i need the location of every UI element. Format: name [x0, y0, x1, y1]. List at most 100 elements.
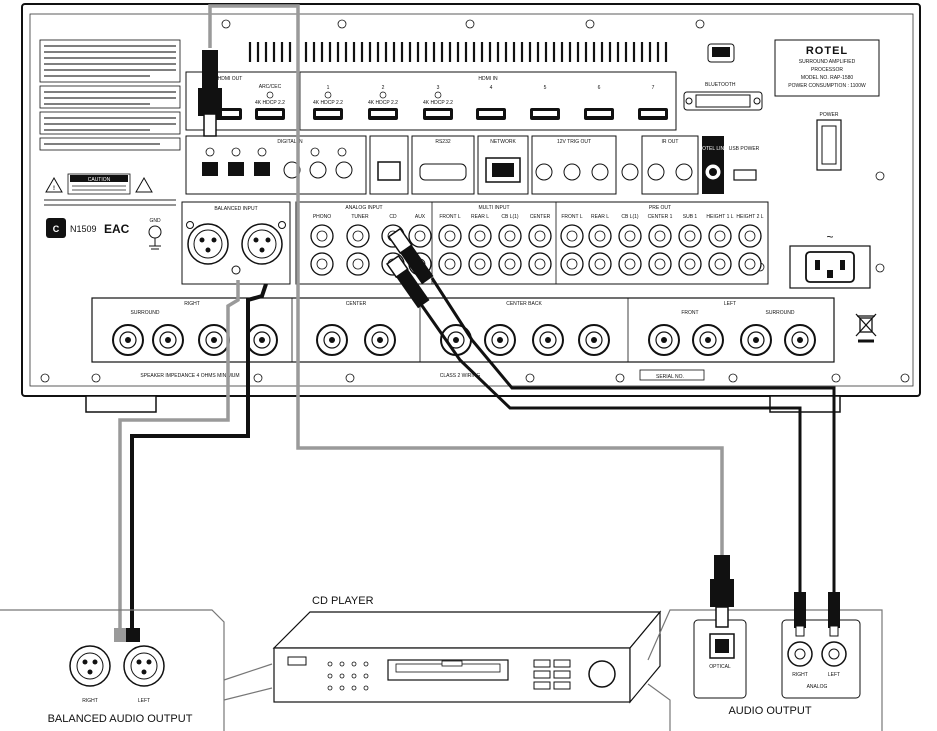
svg-text:C: C: [53, 224, 60, 234]
rca-panel: ANALOG INPUT MULTI INPUT PRE OUT PHONO T…: [295, 201, 769, 285]
multi-input-label: MULTI INPUT: [478, 205, 509, 211]
svg-text:!: !: [53, 186, 55, 192]
trigger-label: 12V TRIG OUT: [557, 139, 591, 145]
digital-in-label: DIGITAL IN: [277, 139, 303, 145]
speaker-section-center-back: CENTER BACK: [506, 301, 542, 307]
balanced-input-panel: BALANCED INPUT: [181, 201, 291, 285]
weee-bin-icon: [855, 313, 877, 343]
cert-code: N1509: [70, 224, 97, 234]
svg-text:4K HDCP 2.2: 4K HDCP 2.2: [313, 100, 343, 106]
bluetooth-area: BLUETOOTH: [683, 43, 763, 111]
bluetooth-label: BLUETOOTH: [705, 82, 736, 88]
svg-text:RIGHT: RIGHT: [792, 672, 808, 678]
regulatory-text-blocks: [39, 39, 181, 151]
hdmi-section: HDMI OUT ARC/CEC HDMI IN 1 2 3 4 5: [185, 71, 677, 131]
svg-text:LEFT: LEFT: [828, 672, 840, 678]
analog-label: ANALOG: [807, 684, 828, 690]
vent-slots: [248, 42, 668, 62]
svg-text:REAR L: REAR L: [471, 214, 489, 220]
balanced-output-box: RIGHT LEFT BALANCED AUDIO OUTPUT: [0, 609, 273, 731]
optical-label: OPTICAL: [709, 664, 731, 670]
svg-text:CENTER: CENTER: [530, 214, 551, 220]
svg-text:SURROUND AMPLIFIED: SURROUND AMPLIFIED: [799, 59, 856, 65]
svg-text:1: 1: [327, 85, 330, 91]
rotel-link-label: ROTEL LINK: [699, 146, 729, 152]
impedance-note: SPEAKER IMPEDANCE 4 OHMS MINIMUM: [140, 373, 239, 379]
balanced-right-label: RIGHT: [82, 698, 98, 704]
cd-player-title: CD PLAYER: [312, 595, 374, 607]
balanced-cable-black: [130, 283, 268, 640]
analog-input-label: ANALOG INPUT: [345, 205, 382, 211]
certification-marks: C N1509 EAC GND: [46, 218, 162, 250]
eac-mark: EAC: [104, 222, 130, 236]
svg-text:CB L(1): CB L(1): [501, 214, 519, 220]
svg-text:HEIGHT 1 L: HEIGHT 1 L: [706, 214, 733, 220]
svg-text:5: 5: [544, 85, 547, 91]
svg-text:POWER CONSUMPTION : 1100W: POWER CONSUMPTION : 1100W: [788, 83, 866, 89]
serial-label: SERIAL NO.: [656, 374, 684, 380]
caution-title: CAUTION: [88, 177, 111, 183]
power-switch: POWER: [816, 112, 842, 171]
optical-cable: [208, 4, 724, 555]
svg-text:SUB 1: SUB 1: [683, 214, 698, 220]
svg-text:~: ~: [826, 230, 833, 244]
svg-text:4K HDCP 2.2: 4K HDCP 2.2: [368, 100, 398, 106]
svg-text:FRONT L: FRONT L: [439, 214, 461, 220]
usb-label: USB POWER: [729, 146, 760, 152]
svg-text:4K HDCP 2.2: 4K HDCP 2.2: [255, 100, 285, 106]
svg-text:2: 2: [382, 85, 385, 91]
balanced-input-label: BALANCED INPUT: [214, 206, 257, 212]
speaker-section-right: RIGHT: [184, 301, 200, 307]
svg-text:4K HDCP 2.2: 4K HDCP 2.2: [423, 100, 453, 106]
balanced-output-caption: BALANCED AUDIO OUTPUT: [48, 713, 193, 725]
cd-player-buttons: [327, 661, 369, 691]
ac-power-inlet: ~: [789, 230, 871, 289]
network-label: NETWORK: [490, 139, 516, 145]
svg-text:CD: CD: [389, 214, 397, 220]
pre-out-label: PRE OUT: [649, 205, 671, 211]
svg-text:FRONT: FRONT: [681, 310, 698, 316]
svg-text:MODEL NO. RAP-1580: MODEL NO. RAP-1580: [801, 75, 854, 81]
hdcp-labels: 4K HDCP 2.2 4K HDCP 2.2 4K HDCP 2.2 4K H…: [255, 100, 453, 106]
svg-text:AUX: AUX: [415, 214, 426, 220]
svg-text:SURROUND: SURROUND: [766, 310, 795, 316]
svg-text:SURROUND: SURROUND: [131, 310, 160, 316]
svg-text:TUNER: TUNER: [351, 214, 369, 220]
rs232-label: RS232: [435, 139, 451, 145]
svg-text:FRONT L: FRONT L: [561, 214, 583, 220]
svg-text:4: 4: [490, 85, 493, 91]
digital-and-control-row: DIGITAL IN RS232 NETWORK 12V TRIG OUT IR…: [185, 135, 760, 195]
gnd-label: GND: [149, 218, 161, 224]
svg-text:7: 7: [652, 85, 655, 91]
pre-col-labels: FRONT L REAR L CB L(1) CENTER 1 SUB 1 HE…: [561, 214, 763, 220]
svg-text:PHONO: PHONO: [313, 214, 331, 220]
balanced-left-label: LEFT: [138, 698, 150, 704]
balanced-cable-gray: [118, 280, 240, 640]
svg-text:REAR L: REAR L: [591, 214, 609, 220]
speaker-section-center: CENTER: [346, 301, 367, 307]
power-label: POWER: [820, 112, 839, 118]
panel-screws: [40, 19, 910, 383]
hdmi-numbers: 1 2 3 4 5 6 7: [327, 85, 655, 91]
svg-text:CB L(1): CB L(1): [621, 214, 639, 220]
regulatory-text-lines: [44, 45, 176, 145]
brand-name: ROTEL: [806, 45, 848, 57]
cable-connectors: [198, 50, 434, 309]
hdmi-in-label: HDMI IN: [478, 76, 498, 82]
ir-out-label: IR OUT: [662, 139, 679, 145]
audio-output-box: OPTICAL RIGHT LEFT ANALOG AUDIO OUTPUT: [647, 555, 883, 731]
svg-text:CENTER 1: CENTER 1: [648, 214, 673, 220]
model-plate: ROTEL SURROUND AMPLIFIED PROCESSOR MODEL…: [774, 39, 880, 97]
svg-text:3: 3: [437, 85, 440, 91]
hdmi-screws: [266, 91, 442, 99]
caution-label: ! CAUTION: [44, 173, 176, 206]
analog-cables: [416, 277, 836, 592]
analog-col-labels: PHONO TUNER CD AUX: [313, 214, 426, 220]
class2-note: CLASS 2 WIRING: [440, 373, 481, 379]
svg-text:HEIGHT 2 L: HEIGHT 2 L: [736, 214, 763, 220]
multi-col-labels: FRONT L REAR L CB L(1) CENTER: [439, 214, 550, 220]
arc-label: ARC/CEC: [259, 84, 282, 90]
cd-player: CD PLAYER: [272, 595, 662, 704]
